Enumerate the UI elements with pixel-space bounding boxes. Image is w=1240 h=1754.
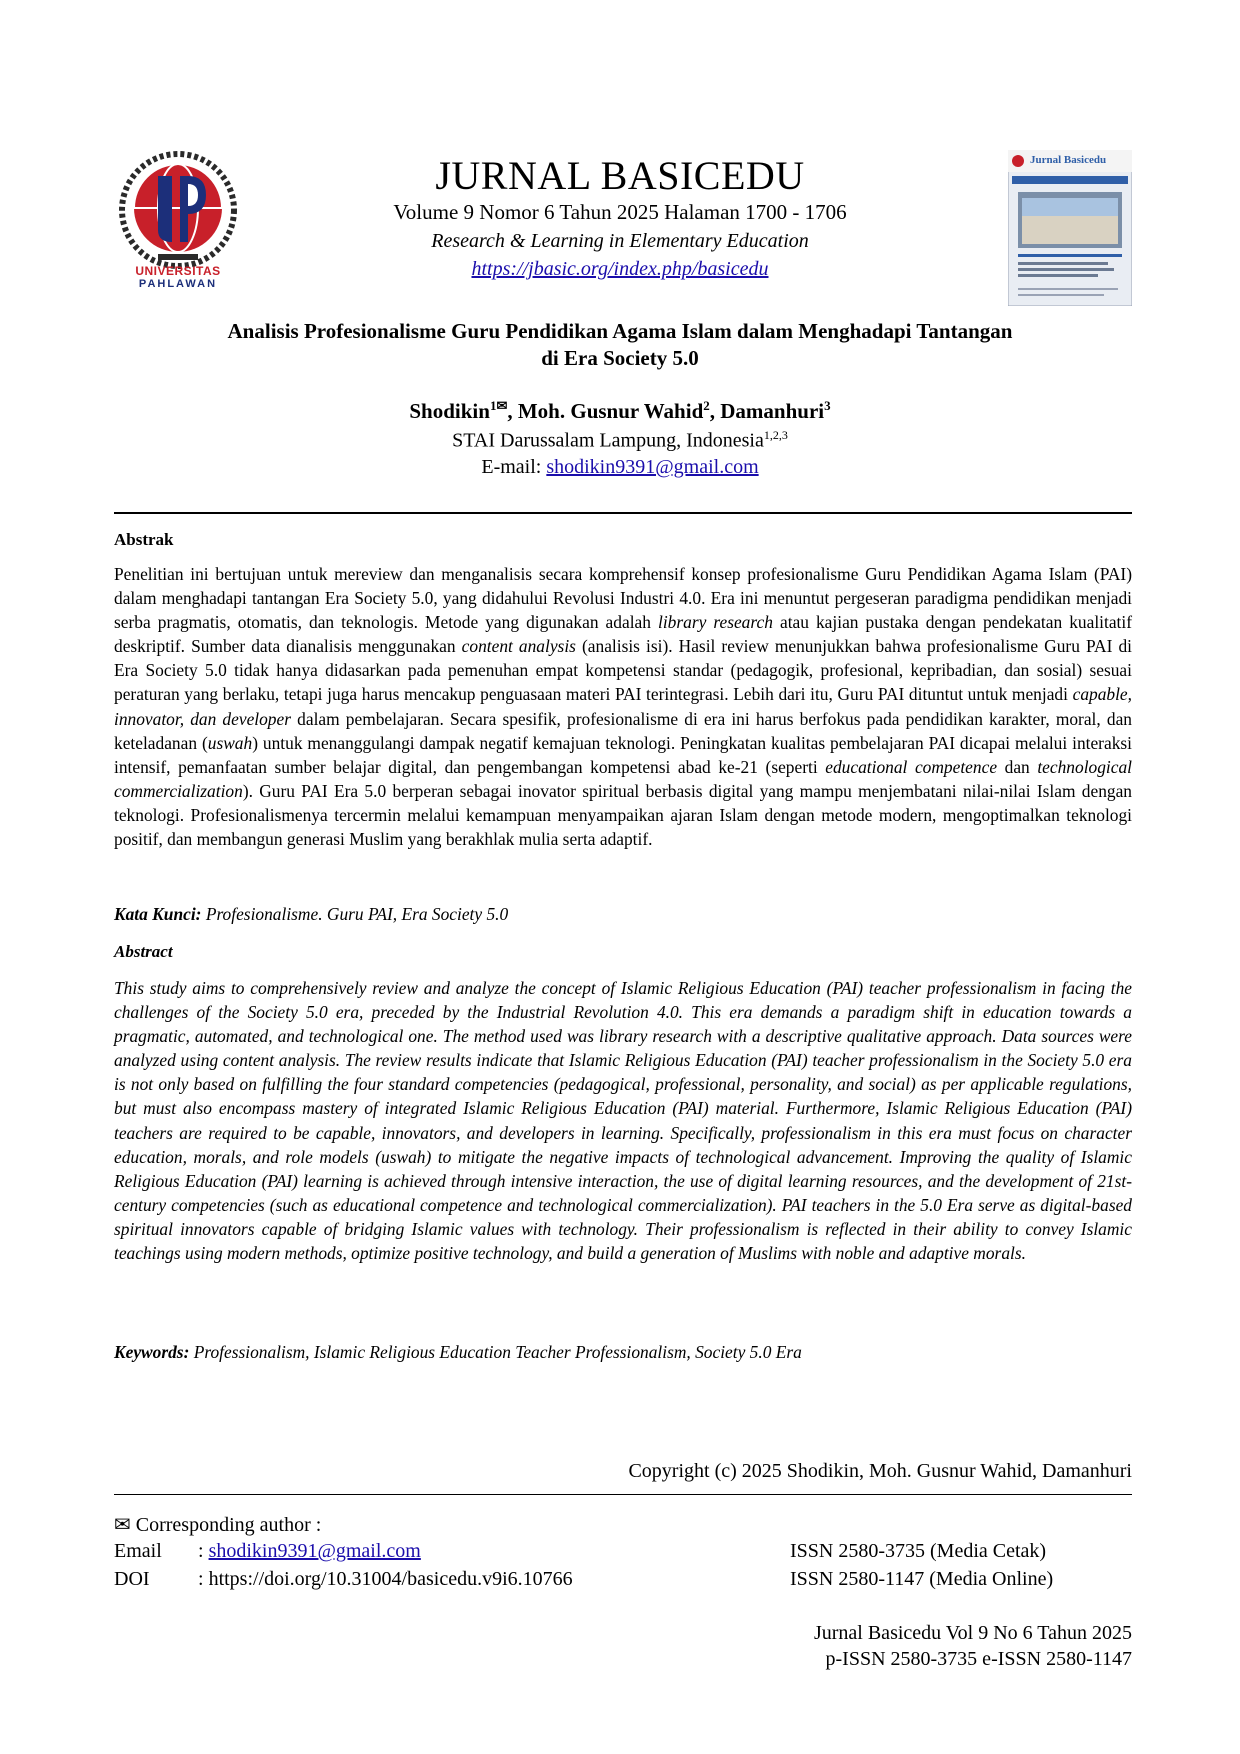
email-label: E-mail: bbox=[481, 456, 547, 478]
footer-divider bbox=[114, 1494, 1132, 1495]
copyright: Copyright (c) 2025 Shodikin, Moh. Gusnur… bbox=[628, 1460, 1132, 1482]
footer-email-row: Email: shodikin9391@gmail.com bbox=[114, 1540, 421, 1563]
journal-subtitle: Research & Learning in Elementary Educat… bbox=[431, 230, 809, 252]
affiliation: STAI Darussalam Lampung, Indonesia1,2,3 bbox=[130, 428, 1110, 453]
author-3-sup: 3 bbox=[824, 398, 831, 413]
abstrak-paragraph: Penelitian ini bertujuan untuk mereview … bbox=[114, 562, 1132, 851]
university-logo: UNIVERSITAS PAHLAWAN bbox=[114, 150, 242, 302]
footer-doi-colon: : bbox=[198, 1568, 209, 1590]
journal-issn-line: p-ISSN 2580-3735 e-ISSN 2580-1147 bbox=[825, 1648, 1132, 1670]
abstrak-italic-2: content analysis bbox=[461, 636, 576, 657]
footer-doi-row: DOI: https://doi.org/10.31004/basicedu.v… bbox=[114, 1568, 573, 1591]
footer-email-link[interactable]: shodikin9391@gmail.com bbox=[208, 1540, 421, 1562]
abstrak-italic-3: capable, innovator, dan developer bbox=[114, 684, 1132, 729]
email-link[interactable]: shodikin9391@gmail.com bbox=[546, 456, 759, 478]
header-divider bbox=[114, 512, 1132, 514]
abstrak-italic-6: technological commercialization bbox=[114, 756, 1132, 801]
logo-text-universitas: UNIVERSITAS bbox=[135, 264, 221, 278]
abstract-heading: Abstract bbox=[114, 942, 173, 961]
journal-cover-image-icon bbox=[1007, 149, 1133, 307]
keywords-text: Professionalism, Islamic Religious Educa… bbox=[189, 1342, 802, 1362]
author-3: , Damanhuri bbox=[709, 399, 825, 423]
author-1-sup: 1 bbox=[489, 398, 497, 413]
abstrak-text-7: ). Guru PAI Era 5.0 berperan sebagai ino… bbox=[114, 780, 1132, 850]
footer-doi-value: https://doi.org/10.31004/basicedu.v9i6.1… bbox=[208, 1568, 573, 1590]
affiliation-sup: 1,2,3 bbox=[763, 428, 788, 442]
abstrak-text-5: ) untuk menanggulangi dampak negatif kem… bbox=[114, 732, 1132, 777]
issn-online: ISSN 2580-1147 (Media Online) bbox=[790, 1568, 1054, 1590]
abstract-paragraph: This study aims to comprehensively revie… bbox=[114, 978, 1132, 1264]
keywords: Keywords: Professionalism, Islamic Relig… bbox=[114, 1342, 1132, 1363]
journal-footer-line: Jurnal Basicedu Vol 9 No 6 Tahun 2025 bbox=[813, 1622, 1132, 1644]
journal-title: JURNAL BASICEDU bbox=[435, 153, 805, 198]
kata-kunci-label: Kata Kunci: bbox=[114, 904, 202, 924]
footer-email-colon: : bbox=[198, 1540, 209, 1562]
author-2-sup: 2 bbox=[703, 398, 710, 413]
author-email: E-mail: shodikin9391@gmail.com bbox=[130, 456, 1110, 479]
footer-doi-label: DOI bbox=[114, 1568, 150, 1590]
abstrak-italic-5: educational competence bbox=[825, 756, 998, 777]
journal-url-container: https://jbasic.org/index.php/basicedu bbox=[300, 258, 940, 281]
abstrak-italic-4: uswah bbox=[207, 732, 253, 753]
abstrak-text-1: Penelitian ini bertujuan untuk mereview … bbox=[114, 564, 1132, 633]
logo-text-pahlawan: PAHLAWAN bbox=[138, 278, 218, 290]
kata-kunci-text: Profesionalisme. Guru PAI, Era Society 5… bbox=[201, 904, 509, 924]
paper-title-line-1: Analisis Profesionalisme Guru Pendidikan… bbox=[227, 319, 1013, 343]
university-emblem-icon bbox=[119, 151, 237, 269]
paper-title: Analisis Profesionalisme Guru Pendidikan… bbox=[130, 318, 1110, 372]
abstrak-text-2: atau kajian pustaka dengan pendekatan ku… bbox=[114, 612, 1132, 657]
abstrak-text-6: dan bbox=[997, 756, 1038, 777]
abstrak-italic-1: library research bbox=[658, 612, 773, 633]
paper-title-line-2: di Era Society 5.0 bbox=[541, 346, 699, 370]
envelope-icon: ✉ bbox=[114, 1514, 131, 1536]
abstrak-heading: Abstrak bbox=[114, 530, 174, 549]
author-1: Shodikin bbox=[409, 399, 490, 423]
author-2: , Moh. Gusnur Wahid bbox=[507, 399, 704, 423]
keywords-label: Keywords: bbox=[114, 1342, 190, 1362]
journal-url-link[interactable]: https://jbasic.org/index.php/basicedu bbox=[471, 258, 769, 280]
abstrak-text-3: (analisis isi). Hasil review menunjukkan… bbox=[114, 636, 1132, 705]
kata-kunci: Kata Kunci: Profesionalisme. Guru PAI, E… bbox=[114, 904, 1132, 925]
issn-print: ISSN 2580-3735 (Media Cetak) bbox=[790, 1540, 1047, 1562]
affiliation-text: STAI Darussalam Lampung, Indonesia bbox=[452, 429, 764, 452]
footer-email-label: Email bbox=[114, 1540, 162, 1562]
abstrak-text-4: dalam pembelajaran. Secara spesifik, pro… bbox=[114, 708, 1132, 753]
journal-volume: Volume 9 Nomor 6 Tahun 2025 Halaman 1700… bbox=[393, 200, 847, 224]
cover-title: Jurnal Basicedu bbox=[1030, 154, 1107, 166]
corresponding-author-label: Corresponding author : bbox=[135, 1514, 322, 1536]
journal-cover-thumbnail: Jurnal Basicedu bbox=[1007, 149, 1133, 307]
mail-icon: ✉ bbox=[496, 398, 508, 413]
corresponding-author: ✉ Corresponding author : bbox=[114, 1512, 321, 1537]
author-list: Shodikin1✉, Moh. Gusnur Wahid2, Damanhur… bbox=[130, 398, 1110, 424]
